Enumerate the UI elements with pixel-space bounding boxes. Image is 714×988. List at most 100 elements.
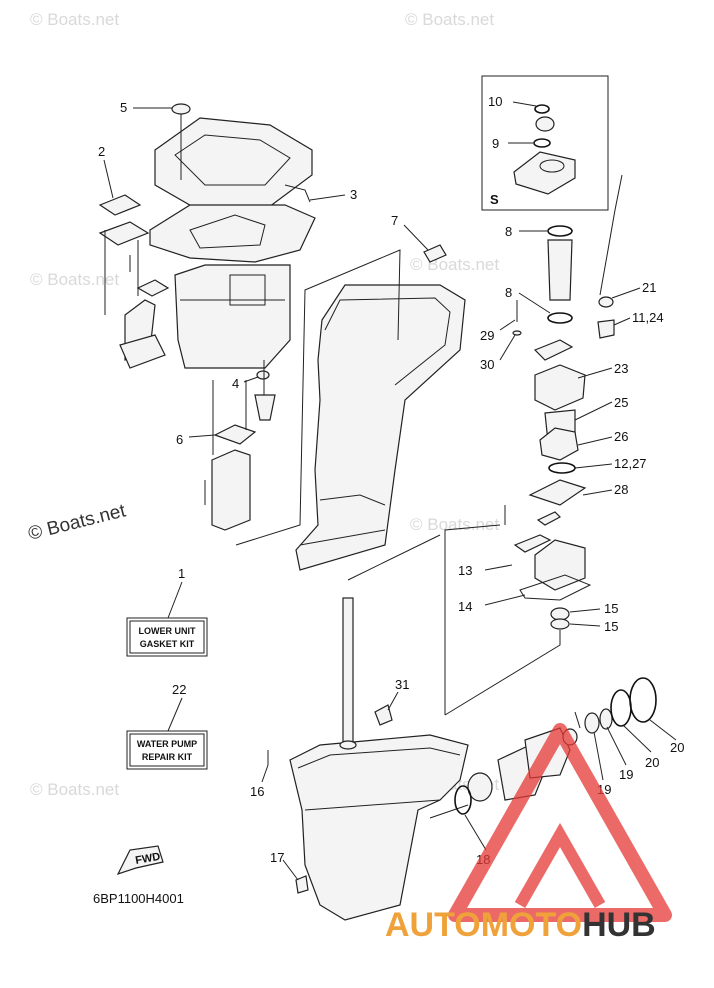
callout-20b: 20 <box>670 740 684 755</box>
fwd-arrow: FWD <box>116 845 164 876</box>
kit-box-lower-inner <box>129 620 205 654</box>
lower-unit-edge <box>304 799 441 811</box>
callout-6: 6 <box>176 432 183 447</box>
damper-4 <box>254 394 276 421</box>
oring-12 <box>548 462 576 474</box>
plate-2 <box>98 221 150 246</box>
kit-pump-line2: REPAIR KIT <box>142 752 193 762</box>
brand-part1: AUTOMOTO <box>385 906 582 944</box>
oring-8b <box>547 312 573 324</box>
callout-30: 30 <box>480 357 494 372</box>
plate-28 <box>528 479 587 506</box>
seal-15b <box>550 618 570 630</box>
fitting-11 <box>597 319 615 339</box>
kit-box-lower <box>126 617 208 657</box>
pump-housing-s <box>513 151 576 195</box>
oil-pan <box>174 264 291 369</box>
seal-5 <box>171 103 191 115</box>
callout-8a: 8 <box>505 224 512 239</box>
gasket-14 <box>519 574 592 601</box>
washer-4 <box>256 370 270 380</box>
callout-12-27: 12,27 <box>614 456 647 471</box>
watermark: © Boats.net <box>410 515 499 534</box>
oring-20b <box>629 677 657 723</box>
seal-15a <box>550 607 570 621</box>
plate-small <box>533 339 574 361</box>
kit-pump-line1: WATER PUMP <box>137 739 197 749</box>
washer-small <box>513 534 552 553</box>
bracket-7 <box>423 244 447 263</box>
guide-lines <box>235 249 401 546</box>
shaft-seal <box>339 740 357 750</box>
kit-box-pump-inner <box>129 733 205 767</box>
top-plate <box>154 117 313 211</box>
inset-label: S <box>490 192 499 207</box>
callout-28: 28 <box>614 482 628 497</box>
watermark-main: © Boats.net <box>26 500 128 545</box>
oring-10 <box>534 104 550 114</box>
callout-13: 13 <box>458 563 472 578</box>
callout-29: 29 <box>480 328 494 343</box>
bearing <box>467 772 493 802</box>
hose <box>599 174 623 296</box>
callout-26: 26 <box>614 429 628 444</box>
callout-21: 21 <box>642 280 656 295</box>
guide-lines <box>444 524 501 715</box>
kit-box-pump <box>126 730 208 770</box>
grommet-9a <box>535 116 555 132</box>
drive-shaft <box>342 597 354 747</box>
callout-15b: 15 <box>604 619 618 634</box>
upper-casing-rim <box>324 297 451 386</box>
callout-17: 17 <box>270 850 284 865</box>
callout-20a: 20 <box>645 755 659 770</box>
gasket-2 <box>98 194 142 216</box>
callout-10: 10 <box>488 94 502 109</box>
callout-16: 16 <box>250 784 264 799</box>
callout-4: 4 <box>232 376 239 391</box>
inset-box <box>481 75 609 211</box>
gasket-3 <box>149 204 316 263</box>
callout-11-24: 11,24 <box>632 310 664 325</box>
upper-casing <box>295 284 466 571</box>
oring-8a <box>547 225 573 237</box>
callout-5: 5 <box>120 100 127 115</box>
watermark: © Boats.net <box>30 270 119 289</box>
guide-lines <box>212 360 265 455</box>
part-31 <box>374 704 393 726</box>
seal-19a <box>584 712 600 734</box>
plug-17 <box>295 875 309 894</box>
callout-25: 25 <box>614 395 628 410</box>
water-tube <box>547 239 573 301</box>
oring-18 <box>454 785 472 815</box>
oil-pan-box <box>229 274 266 306</box>
watermark: © Boats.net <box>405 10 494 29</box>
kit-lower-line1: LOWER UNIT <box>139 626 196 636</box>
gasket-edge <box>284 184 311 203</box>
casing-detail <box>319 494 386 506</box>
callout-9: 9 <box>492 136 499 151</box>
gasket-small <box>136 279 170 297</box>
callout-22: 22 <box>172 682 186 697</box>
kit-lower-line2: GASKET KIT <box>140 639 195 649</box>
gasket-3-inner <box>189 214 266 249</box>
callout-8b: 8 <box>505 285 512 300</box>
bolt <box>574 711 581 729</box>
brand-logo-icon <box>448 723 672 922</box>
watermark: © Boats.net <box>410 255 499 274</box>
callout-3: 3 <box>350 187 357 202</box>
gasket-6 <box>213 424 257 445</box>
seal-19b <box>599 708 613 730</box>
callout-15a: 15 <box>604 601 618 616</box>
oring-20a <box>610 689 632 727</box>
grommet-21 <box>598 296 614 308</box>
lower-unit <box>289 734 469 921</box>
brand-wordmark: AUTOMOTOHUB <box>385 906 656 944</box>
callout-7: 7 <box>391 213 398 228</box>
casing-detail <box>299 529 386 546</box>
callout-31: 31 <box>395 677 409 692</box>
propshaft <box>429 804 469 819</box>
brand-part2: HUB <box>582 906 656 944</box>
callout-2: 2 <box>98 144 105 159</box>
callout-14: 14 <box>458 599 472 614</box>
washer-30 <box>512 330 522 336</box>
